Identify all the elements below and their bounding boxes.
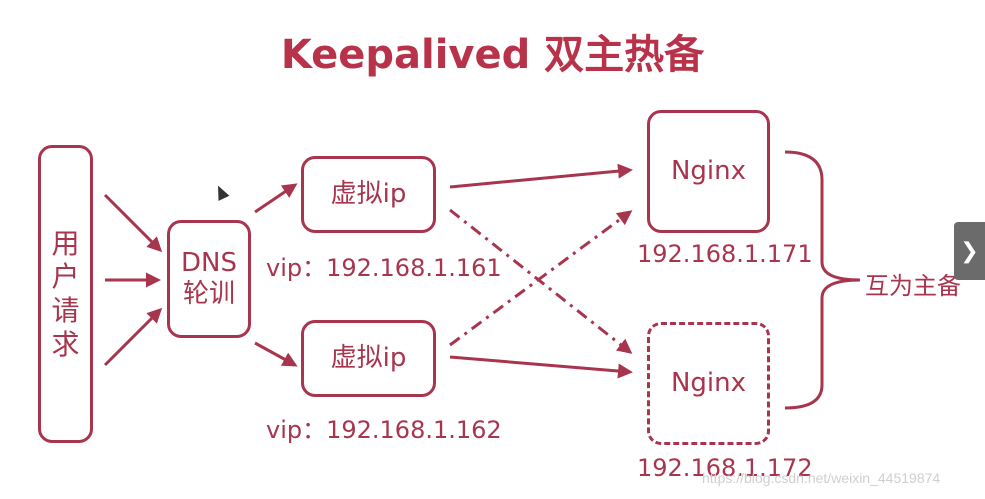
watermark: https://blog.csdn.net/weixin_44519874 <box>702 470 941 486</box>
virtual-ip-label-2: 虚拟ip <box>330 342 407 373</box>
virtual-ip-label-1: 虚拟ip <box>330 178 407 209</box>
dns-box: DNS 轮训 <box>167 220 251 338</box>
arrow-vip1-nginx1 <box>449 163 633 189</box>
user-request-box: 用 户 请 求 <box>38 145 93 443</box>
arrow-vip1-nginx2-dashed <box>449 208 633 354</box>
virtual-ip-box-2: 虚拟ip <box>301 320 436 397</box>
user-request-label: 用 户 请 求 <box>51 226 80 361</box>
nginx-label-2: Nginx <box>670 367 747 398</box>
arrow-dns-vip1 <box>254 183 298 214</box>
nginx-label-1: Nginx <box>670 155 747 186</box>
page-title: Keepalived 双主热备 <box>280 32 705 78</box>
arrow-user-dns-1 <box>103 193 163 253</box>
dns-label: DNS 轮训 <box>181 247 237 309</box>
chevron-right-icon: ❯ <box>960 238 979 264</box>
vip1-address: vip：192.168.1.161 <box>266 254 502 282</box>
mutual-backup-label: 互为主备 <box>865 272 961 300</box>
nginx2-address: 192.168.1.172 <box>637 454 813 482</box>
arrow-dns-vip2 <box>254 341 298 367</box>
nginx-box-2: Nginx <box>647 322 770 445</box>
arrow-user-dns-3 <box>103 307 163 367</box>
nginx-box-1: Nginx <box>647 110 770 233</box>
arrow-vip2-nginx2 <box>449 355 633 379</box>
arrow-vip2-nginx1-dashed <box>449 210 633 347</box>
next-slide-button[interactable]: ❯ <box>954 222 985 280</box>
virtual-ip-box-1: 虚拟ip <box>301 156 436 233</box>
mutual-bracket <box>784 150 861 410</box>
vip2-address: vip：192.168.1.162 <box>266 416 502 444</box>
nginx1-address: 192.168.1.171 <box>637 240 813 268</box>
